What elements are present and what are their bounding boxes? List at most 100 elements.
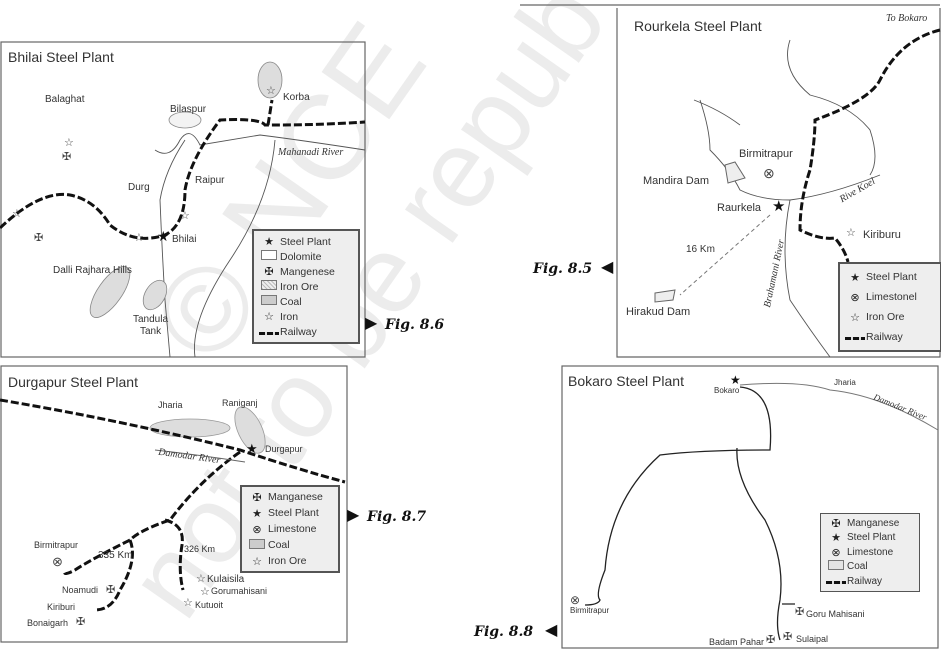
steel-plant-star-icon: ★ xyxy=(252,507,262,520)
dalli-rajhara-iron-ore xyxy=(89,266,131,318)
bokaro-map-title: Bokaro Steel Plant xyxy=(568,373,684,389)
pointer-right-icon: ▶ xyxy=(365,315,378,332)
iron-star-icon: ☆ xyxy=(266,85,276,97)
legend-label: Dolomite xyxy=(280,250,322,263)
place-durg: Durg xyxy=(128,182,150,193)
legend-label: Limestonel xyxy=(866,291,917,303)
legend-label: Coal xyxy=(280,295,302,308)
korba-coal-area xyxy=(257,61,283,99)
steel-plant-star-icon: ★ xyxy=(264,236,274,248)
place-birmitrapur: Birmitrapur xyxy=(570,606,610,615)
legend-label: Iron Ore xyxy=(268,555,307,567)
hirakud-dam-shape xyxy=(654,289,676,303)
iron-ore-star-icon: ☆ xyxy=(850,311,860,324)
rourkela-map-frame xyxy=(520,4,941,358)
bokaro-map-frame xyxy=(561,365,939,649)
legend-label: Railway xyxy=(866,331,903,343)
manganese-icon: ✠ xyxy=(831,517,841,530)
legend-label: Iron Ore xyxy=(280,280,319,293)
place-raurkela: Raurkela xyxy=(717,202,762,214)
manganese-icon: ✠ xyxy=(264,266,274,278)
railway-line-icon xyxy=(845,337,865,340)
distance-16km: 16 Km xyxy=(686,244,715,255)
bhilai-map-frame xyxy=(0,41,366,358)
distance-326km: 326 Km xyxy=(184,544,216,554)
mahanadi-river-label: Mahanadi River xyxy=(278,147,344,158)
iron-star-icon: ☆ xyxy=(64,137,74,149)
place-bonaigarh: Bonaigarh xyxy=(27,618,69,628)
dolomite-swatch-icon xyxy=(261,250,277,260)
raniganj-coal-area xyxy=(234,406,266,454)
figure-8-5-label: Fig. 8.5 xyxy=(533,261,593,277)
manganese-icon: ✠ xyxy=(783,631,793,643)
iron-ore-star-icon: ☆ xyxy=(196,573,206,585)
pointer-left-icon: ◀ xyxy=(545,622,558,639)
steel-plant-star-icon: ★ xyxy=(772,198,786,215)
manganese-icon: ✠ xyxy=(62,151,72,163)
place-goru-mahisani: Goru Mahisani xyxy=(806,609,865,619)
steel-plant-star-icon: ★ xyxy=(850,271,860,284)
place-durgapur: Durgapur xyxy=(265,444,303,454)
railway-line-icon xyxy=(259,331,279,335)
legend-label: Coal xyxy=(847,561,868,573)
legend-label: Coal xyxy=(268,539,290,551)
manganese-icon: ✠ xyxy=(795,606,805,618)
legend-label: Manganese xyxy=(268,491,323,503)
manganese-icon: ✠ xyxy=(34,232,44,244)
limestone-icon: ⊗ xyxy=(52,554,63,569)
iron-ore-star-icon: ☆ xyxy=(183,597,193,609)
iron-ore-star-icon: ☆ xyxy=(252,555,262,568)
manganese-icon: ✠ xyxy=(766,634,776,646)
legend-label: Limestone xyxy=(268,523,317,535)
place-raipur: Raipur xyxy=(195,175,225,186)
rourkela-railway xyxy=(798,28,941,263)
steel-plant-star-icon: ★ xyxy=(730,373,741,387)
place-noamudi: Noamudi xyxy=(62,585,99,595)
place-balaghat: Balaghat xyxy=(45,94,85,105)
iron-ore-star-icon: ☆ xyxy=(200,586,210,598)
legend-label: Steel Plant xyxy=(280,235,331,248)
place-badam-pahar: Badam Pahar xyxy=(709,637,765,647)
place-kiriburi: Kiriburi xyxy=(47,602,76,612)
place-kutuoit: Kutuoit xyxy=(195,600,224,610)
durgapur-map-title: Durgapur Steel Plant xyxy=(8,374,138,390)
manganese-icon: ✠ xyxy=(76,616,86,628)
bokaro-railway xyxy=(584,386,795,641)
legend-label: Railway xyxy=(847,575,883,587)
place-gorumahisani: Gorumahisani xyxy=(211,586,268,596)
steel-plant-star-icon: ★ xyxy=(246,441,258,456)
legend-label: Railway xyxy=(280,325,317,338)
place-raniganj: Raniganj xyxy=(222,398,258,408)
place-bilaspur: Bilaspur xyxy=(170,104,207,115)
railway-line-icon xyxy=(826,581,846,585)
pointer-left-icon: ◀ xyxy=(601,259,614,276)
place-kulaisila: Kulaisila xyxy=(207,574,245,585)
limestone-icon: ⊗ xyxy=(252,523,262,536)
iron-ore-star-icon: ☆ xyxy=(846,227,856,239)
durgapur-railway xyxy=(0,398,346,612)
durgapur-legend: ✠Manganese ★Steel Plant ⊗Limestone Coal … xyxy=(240,485,340,573)
iron-star-icon: ☆ xyxy=(12,208,22,220)
coal-swatch-icon xyxy=(828,560,844,571)
place-kiriburu: Kiriburu xyxy=(863,229,901,241)
to-bokaro-label: To Bokaro xyxy=(886,13,928,24)
figure-8-8-label: Fig. 8.8 xyxy=(474,624,534,640)
limestone-icon: ⊗ xyxy=(850,291,860,304)
place-bokaro: Bokaro xyxy=(714,386,740,395)
limestone-icon: ⊗ xyxy=(763,165,775,181)
rourkela-16km-route xyxy=(679,214,771,296)
place-tandula: Tandula xyxy=(133,314,169,325)
limestone-icon: ⊗ xyxy=(570,593,581,607)
distance-335km: 335 Km xyxy=(98,550,133,561)
legend-label: Limestone xyxy=(847,546,894,558)
place-hirakud-dam: Hirakud Dam xyxy=(626,306,691,318)
place-bhilai: Bhilai xyxy=(172,234,197,245)
iron-star-icon: ☆ xyxy=(134,232,144,244)
bokaro-damodar-river xyxy=(739,382,939,431)
durgapur-map-frame xyxy=(0,365,348,643)
legend-label: Manganese xyxy=(847,517,900,529)
steel-plant-star-icon: ★ xyxy=(157,228,170,244)
figure-8-7-label: Fig. 8.7 xyxy=(367,509,427,525)
iron-ore-swatch-icon xyxy=(261,280,277,290)
place-birmitrapur: Birmitrapur xyxy=(34,540,79,550)
